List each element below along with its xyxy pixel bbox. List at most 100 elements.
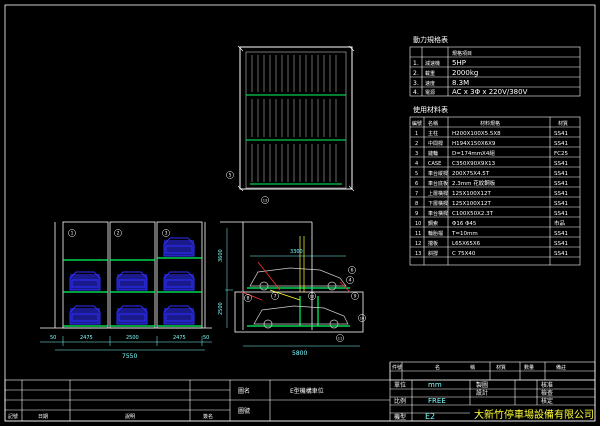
unit-value: mm bbox=[428, 381, 442, 389]
callout-circle bbox=[358, 314, 366, 322]
material-cell: 鋼索 bbox=[428, 220, 438, 227]
material-cell: 1 bbox=[415, 131, 418, 137]
callout-circle bbox=[114, 229, 122, 237]
power-row-name: 電源 bbox=[425, 89, 435, 96]
scale-value: FREE bbox=[428, 397, 446, 405]
material-cell: 5 bbox=[415, 171, 418, 177]
drawing-no-label: 圖號 bbox=[238, 407, 250, 415]
rev-col: 備註 bbox=[556, 364, 566, 371]
material-cell: 125X100X12T bbox=[452, 191, 492, 197]
dim-label: 3600 bbox=[218, 249, 224, 262]
dim-label: 50 bbox=[203, 335, 209, 341]
callout-number: 8 bbox=[247, 296, 250, 302]
power-row-name: 減速機 bbox=[425, 60, 440, 67]
material-cell: H194X150X6X9 bbox=[452, 141, 496, 147]
drawn-label: 製圖 bbox=[476, 381, 488, 389]
dim-label: 2500 bbox=[126, 335, 139, 341]
material-cell: SS41 bbox=[554, 141, 568, 147]
callout-circle bbox=[308, 292, 316, 300]
material-cell: 車台底板 bbox=[428, 180, 448, 187]
callout-circle bbox=[226, 171, 234, 179]
material-cell: Φ16 Φ45 bbox=[452, 221, 477, 227]
rev-col: 稱 bbox=[470, 364, 475, 371]
check-label: 核准 bbox=[541, 381, 553, 389]
material-cell: 鏈輪 bbox=[428, 150, 438, 157]
material-cell: C350X90X9X13 bbox=[452, 161, 496, 167]
power-row-no: 1. bbox=[413, 60, 419, 67]
rev-col: 材質 bbox=[496, 364, 506, 371]
callout-number: 1 bbox=[71, 231, 74, 237]
callout-number: 9 bbox=[354, 294, 357, 300]
scale-label: 比例 bbox=[394, 397, 406, 405]
callout-number: 2 bbox=[117, 231, 120, 237]
callout-circle bbox=[346, 276, 354, 284]
material-cell: 上層橫樑 bbox=[428, 190, 448, 197]
check2-label: 檢查 bbox=[541, 389, 553, 397]
power-row-spec: AC x 3Φ x 220V/380V bbox=[452, 88, 528, 96]
callout-number: 10 bbox=[360, 317, 365, 321]
material-cell: 車台縱樑 bbox=[428, 170, 448, 177]
power-row-name: 載重 bbox=[425, 70, 435, 77]
material-cell: C 75X40 bbox=[452, 251, 476, 257]
drawing-name: E型機構車位 bbox=[290, 387, 324, 395]
material-cell: SS41 bbox=[554, 211, 568, 217]
material-cell: T=10mm bbox=[451, 231, 478, 237]
callout-circle bbox=[351, 292, 359, 300]
side-elevation bbox=[220, 221, 364, 347]
material-cell: 擋板 bbox=[428, 240, 438, 247]
material-cell: 市品 bbox=[554, 219, 566, 227]
material-cell: 2 bbox=[415, 141, 418, 147]
dim-label: 2500 bbox=[218, 302, 224, 315]
material-header: 材質 bbox=[558, 120, 568, 127]
history-header: 記號 bbox=[8, 413, 18, 420]
dim-label: 2475 bbox=[80, 335, 93, 341]
power-row-spec: 2000kg bbox=[452, 69, 478, 77]
callout-circle bbox=[271, 292, 279, 300]
material-cell: 9 bbox=[415, 211, 418, 217]
rev-col: 名 bbox=[435, 364, 440, 371]
design-label: 設計 bbox=[476, 389, 488, 397]
material-cell: C100X50X2.3T bbox=[452, 211, 494, 217]
material-table bbox=[409, 116, 581, 266]
material-cell: 斜撐 bbox=[428, 250, 438, 257]
power-table-title: 動力規格表 bbox=[413, 35, 448, 44]
material-cell: 10 bbox=[415, 221, 421, 227]
material-cell: 11 bbox=[415, 231, 421, 237]
dim-label: 2475 bbox=[173, 335, 186, 341]
power-row-no: 4. bbox=[413, 89, 419, 96]
callout-number: 4 bbox=[349, 278, 352, 284]
material-cell: SS41 bbox=[554, 201, 568, 207]
material-cell: L65X65X6 bbox=[452, 241, 481, 247]
material-cell: 125X100X12T bbox=[452, 201, 492, 207]
material-cell: SS41 bbox=[554, 191, 568, 197]
callout-circle bbox=[336, 334, 344, 342]
dim-total-width: 7550 bbox=[122, 353, 137, 360]
dim-total-depth: 5800 bbox=[292, 350, 307, 357]
material-cell: SS41 bbox=[554, 181, 568, 187]
callout-number: 7 bbox=[274, 294, 277, 300]
callout-number: 12 bbox=[310, 295, 315, 299]
material-cell: 8 bbox=[415, 201, 418, 207]
title-block bbox=[4, 361, 596, 422]
callout-circle bbox=[244, 294, 252, 302]
callout-number: 5 bbox=[229, 173, 232, 179]
history-header: 說明 bbox=[125, 413, 135, 420]
material-cell: 主柱 bbox=[428, 130, 438, 137]
callout-number: 11 bbox=[338, 337, 343, 341]
callout-circle bbox=[261, 196, 269, 204]
drawing-name-label: 圖名 bbox=[238, 387, 250, 395]
material-cell: 13 bbox=[415, 251, 421, 257]
material-cell: FC25 bbox=[554, 151, 569, 157]
material-cell: SS41 bbox=[554, 231, 568, 237]
material-cell: 7 bbox=[415, 191, 418, 197]
material-cell: CASE bbox=[428, 161, 441, 167]
callout-circle bbox=[162, 229, 170, 237]
approve-label: 核定 bbox=[541, 397, 553, 405]
callout-number: 6 bbox=[351, 268, 354, 274]
material-cell: 下層橫樑 bbox=[428, 200, 448, 207]
callout-circle bbox=[348, 266, 356, 274]
material-cell: SS41 bbox=[554, 131, 568, 137]
power-row-no: 2. bbox=[413, 70, 419, 77]
